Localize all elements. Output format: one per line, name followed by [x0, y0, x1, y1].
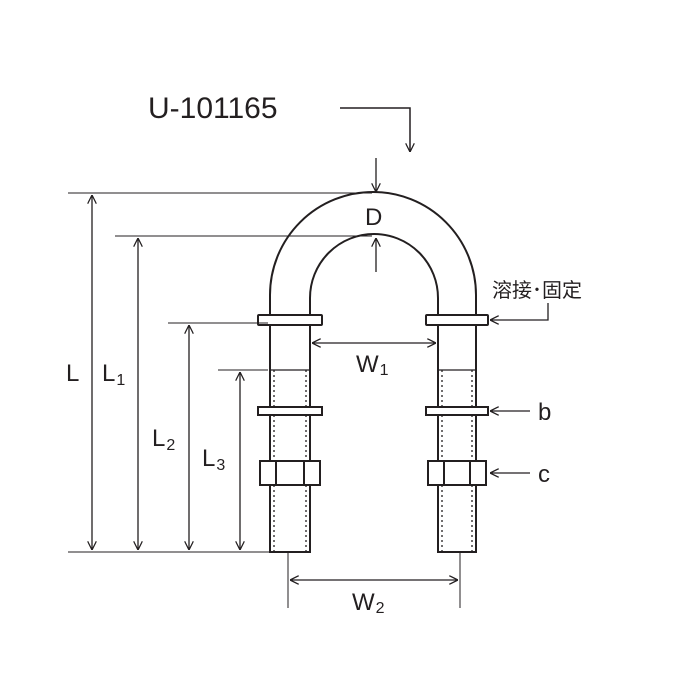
nut-c-left	[259, 460, 321, 486]
nuts-c	[259, 460, 487, 486]
dimension-labels: L L1 L2 L3 D W1 W2 溶接･固定 b c	[64, 204, 582, 617]
label-L: L	[66, 360, 79, 387]
horizontal-dimensions	[290, 343, 458, 580]
label-L3: L3	[202, 445, 225, 474]
u-bolt-outline	[269, 191, 477, 553]
vertical-dimensions	[92, 195, 240, 550]
welded-washers	[257, 314, 489, 326]
u-bolt-body	[269, 191, 477, 553]
label-c: c	[538, 461, 550, 488]
part-number-arrow	[340, 107, 410, 152]
label-L2: L2	[152, 425, 175, 454]
welded-washer-right	[425, 314, 489, 326]
washers-b	[257, 406, 489, 416]
label-W1: W1	[356, 351, 389, 379]
label-D: D	[365, 204, 382, 231]
washer-b-right	[425, 406, 489, 416]
washer-b-left	[257, 406, 323, 416]
label-weld-fixed: 溶接･固定	[492, 278, 582, 302]
label-W2: W2	[352, 589, 385, 617]
weld-leader	[490, 303, 549, 320]
leader-arrows	[490, 303, 549, 473]
label-L1: L1	[102, 360, 125, 389]
part-number: U-101165	[148, 92, 278, 125]
welded-washer-left	[257, 314, 323, 326]
nut-c-right	[427, 460, 487, 486]
label-b: b	[538, 399, 551, 426]
extension-lines	[68, 192, 461, 608]
